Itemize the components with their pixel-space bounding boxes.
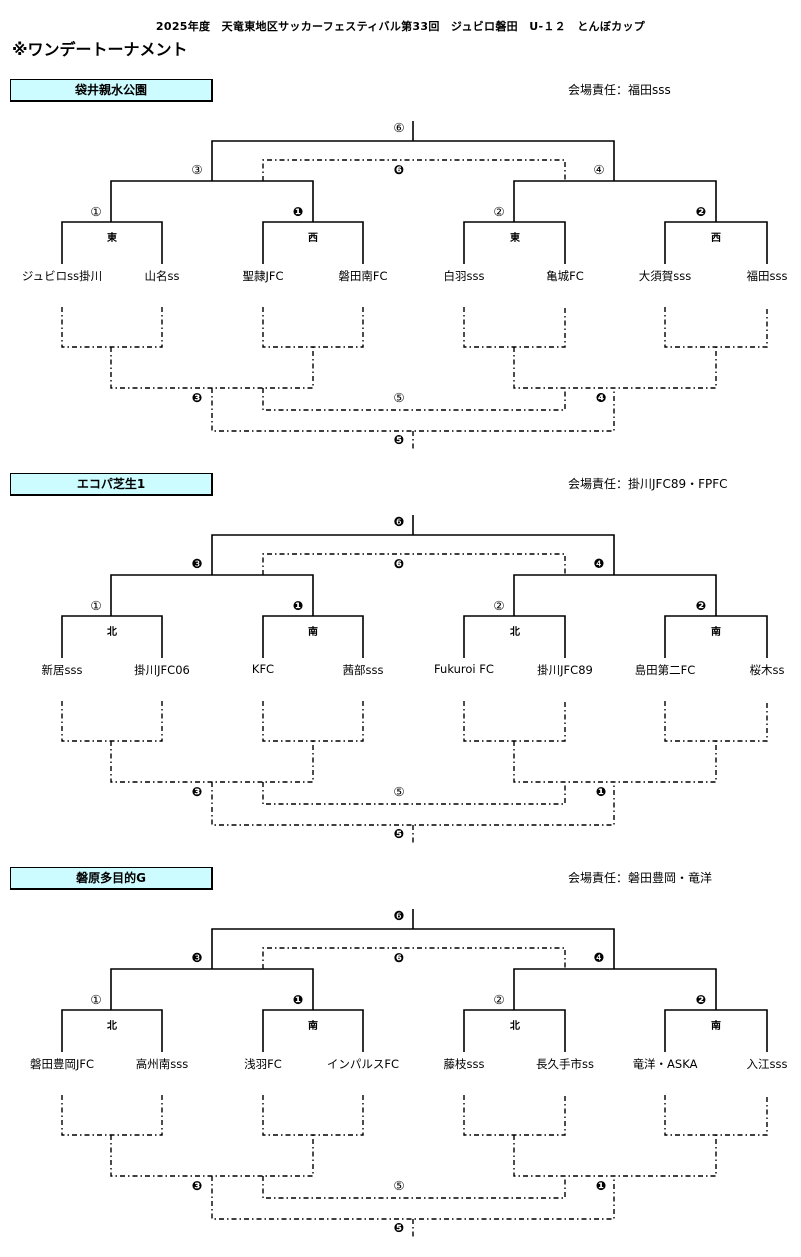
group-label: 北 — [510, 1021, 520, 1032]
venue-block: 袋井親水公園 会場責任：福田sss — [0, 79, 801, 469]
team-name: 大須賀sss — [638, 269, 692, 283]
match-third-place-label: ❻ — [393, 556, 405, 571]
group-label: 南 — [711, 1021, 721, 1032]
match-r1-a-label: ① — [90, 204, 102, 219]
team-name: ジュビロss掛川 — [21, 269, 103, 283]
venue-responsibility: 会場責任：磐田豊岡・竜洋 — [568, 871, 713, 885]
team-name: 白羽sss — [443, 269, 485, 283]
match-third-place-label: ❻ — [393, 162, 405, 177]
team-name: 聖隷JFC — [242, 269, 284, 283]
group-label: 北 — [107, 1021, 117, 1032]
team-name: 桜木ss — [749, 663, 785, 677]
match-r1-b-label: ❶ — [292, 992, 304, 1007]
match-semi-left-label: ❸ — [191, 950, 203, 965]
team-name: 島田第二FC — [634, 663, 696, 677]
group-label: 東 — [510, 233, 520, 244]
team-name: 亀城FC — [546, 269, 584, 283]
match-semi-left-label: ③ — [191, 162, 203, 177]
venue-name: 袋井親水公園 — [10, 79, 213, 102]
bracket-lines — [61, 121, 768, 451]
match-third-place-label: ❻ — [393, 950, 405, 965]
team-name: KFC — [251, 662, 275, 676]
match-r1-b-label: ❶ — [292, 204, 304, 219]
group-label: 南 — [711, 627, 721, 638]
venue-responsibility: 会場責任：掛川JFC89・FPFC — [568, 477, 728, 491]
match-r1-a-label: ① — [90, 992, 102, 1007]
page-title: 2025年度 天竜東地区サッカーフェスティバル第33回 ジュビロ磐田 U-１２ … — [155, 20, 646, 33]
group-label: 北 — [510, 627, 520, 638]
match-r1-d-label: ❷ — [695, 204, 707, 219]
match-cons-final-label: ⑤ — [393, 390, 405, 405]
team-name: 茜部sss — [342, 663, 384, 677]
match-semi-right-label: ❹ — [593, 556, 605, 571]
group-label: 東 — [107, 233, 117, 244]
group-label: 南 — [308, 627, 318, 638]
match-cons-left-label: ❸ — [191, 784, 203, 799]
bracket-lines — [61, 909, 768, 1239]
match-r1-c-label: ② — [493, 992, 505, 1007]
match-cons-left-label: ❸ — [191, 1178, 203, 1193]
venue-name: 磐原多目的G — [10, 867, 213, 890]
team-name: 新居sss — [41, 663, 83, 677]
match-r1-c-label: ② — [493, 204, 505, 219]
match-semi-right-label: ❹ — [593, 950, 605, 965]
match-cons-place-label: ❺ — [393, 432, 405, 447]
match-r1-c-label: ② — [493, 598, 505, 613]
match-final-label: ⑥ — [393, 120, 405, 135]
team-name: 竜洋・ASKA — [632, 1057, 698, 1071]
bracket-lines — [61, 515, 768, 845]
match-cons-final-label: ⑤ — [393, 784, 405, 799]
team-name: 福田sss — [746, 269, 788, 283]
team-name: 掛川JFC06 — [134, 663, 190, 677]
match-cons-right-label: ❶ — [595, 1178, 607, 1193]
team-name: Fukuroi FC — [434, 662, 494, 676]
group-label: 北 — [107, 627, 117, 638]
match-cons-left-label: ❸ — [191, 390, 203, 405]
match-cons-place-label: ❺ — [393, 1220, 405, 1235]
group-label: 南 — [308, 1021, 318, 1032]
match-final-label: ❻ — [393, 514, 405, 529]
group-label: 西 — [308, 233, 318, 244]
team-name: インパルスFC — [326, 1057, 400, 1071]
match-r1-d-label: ❷ — [695, 992, 707, 1007]
team-name: 高州南sss — [135, 1057, 189, 1071]
team-name: 山名ss — [144, 269, 180, 283]
match-r1-a-label: ① — [90, 598, 102, 613]
match-cons-final-label: ⑤ — [393, 1178, 405, 1193]
match-r1-d-label: ❷ — [695, 598, 707, 613]
team-name: 入江sss — [746, 1057, 788, 1071]
venue-name: エコパ芝生1 — [10, 473, 213, 496]
venue-block: エコパ芝生1 会場責任：掛川JFC89・FPFC — [0, 473, 801, 863]
team-name: 浅羽FC — [244, 1057, 282, 1071]
match-semi-left-label: ❸ — [191, 556, 203, 571]
match-final-label: ❻ — [393, 908, 405, 923]
match-r1-b-label: ❶ — [292, 598, 304, 613]
match-cons-place-label: ❺ — [393, 826, 405, 841]
team-name: 藤枝sss — [443, 1057, 485, 1071]
team-name: 長久手市ss — [536, 1057, 594, 1071]
match-cons-right-label: ❶ — [595, 784, 607, 799]
venue-responsibility: 会場責任：福田sss — [568, 83, 671, 97]
team-name: 磐田南FC — [338, 269, 388, 283]
match-semi-right-label: ④ — [593, 162, 605, 177]
venue-block: 磐原多目的G 会場責任：磐田豊岡・竜洋 — [0, 867, 801, 1257]
group-label: 西 — [711, 233, 721, 244]
match-cons-right-label: ❹ — [595, 390, 607, 405]
team-name: 磐田豊岡JFC — [29, 1057, 95, 1071]
page-subtitle: ※ワンデートーナメント — [12, 40, 188, 59]
team-name: 掛川JFC89 — [537, 663, 593, 677]
